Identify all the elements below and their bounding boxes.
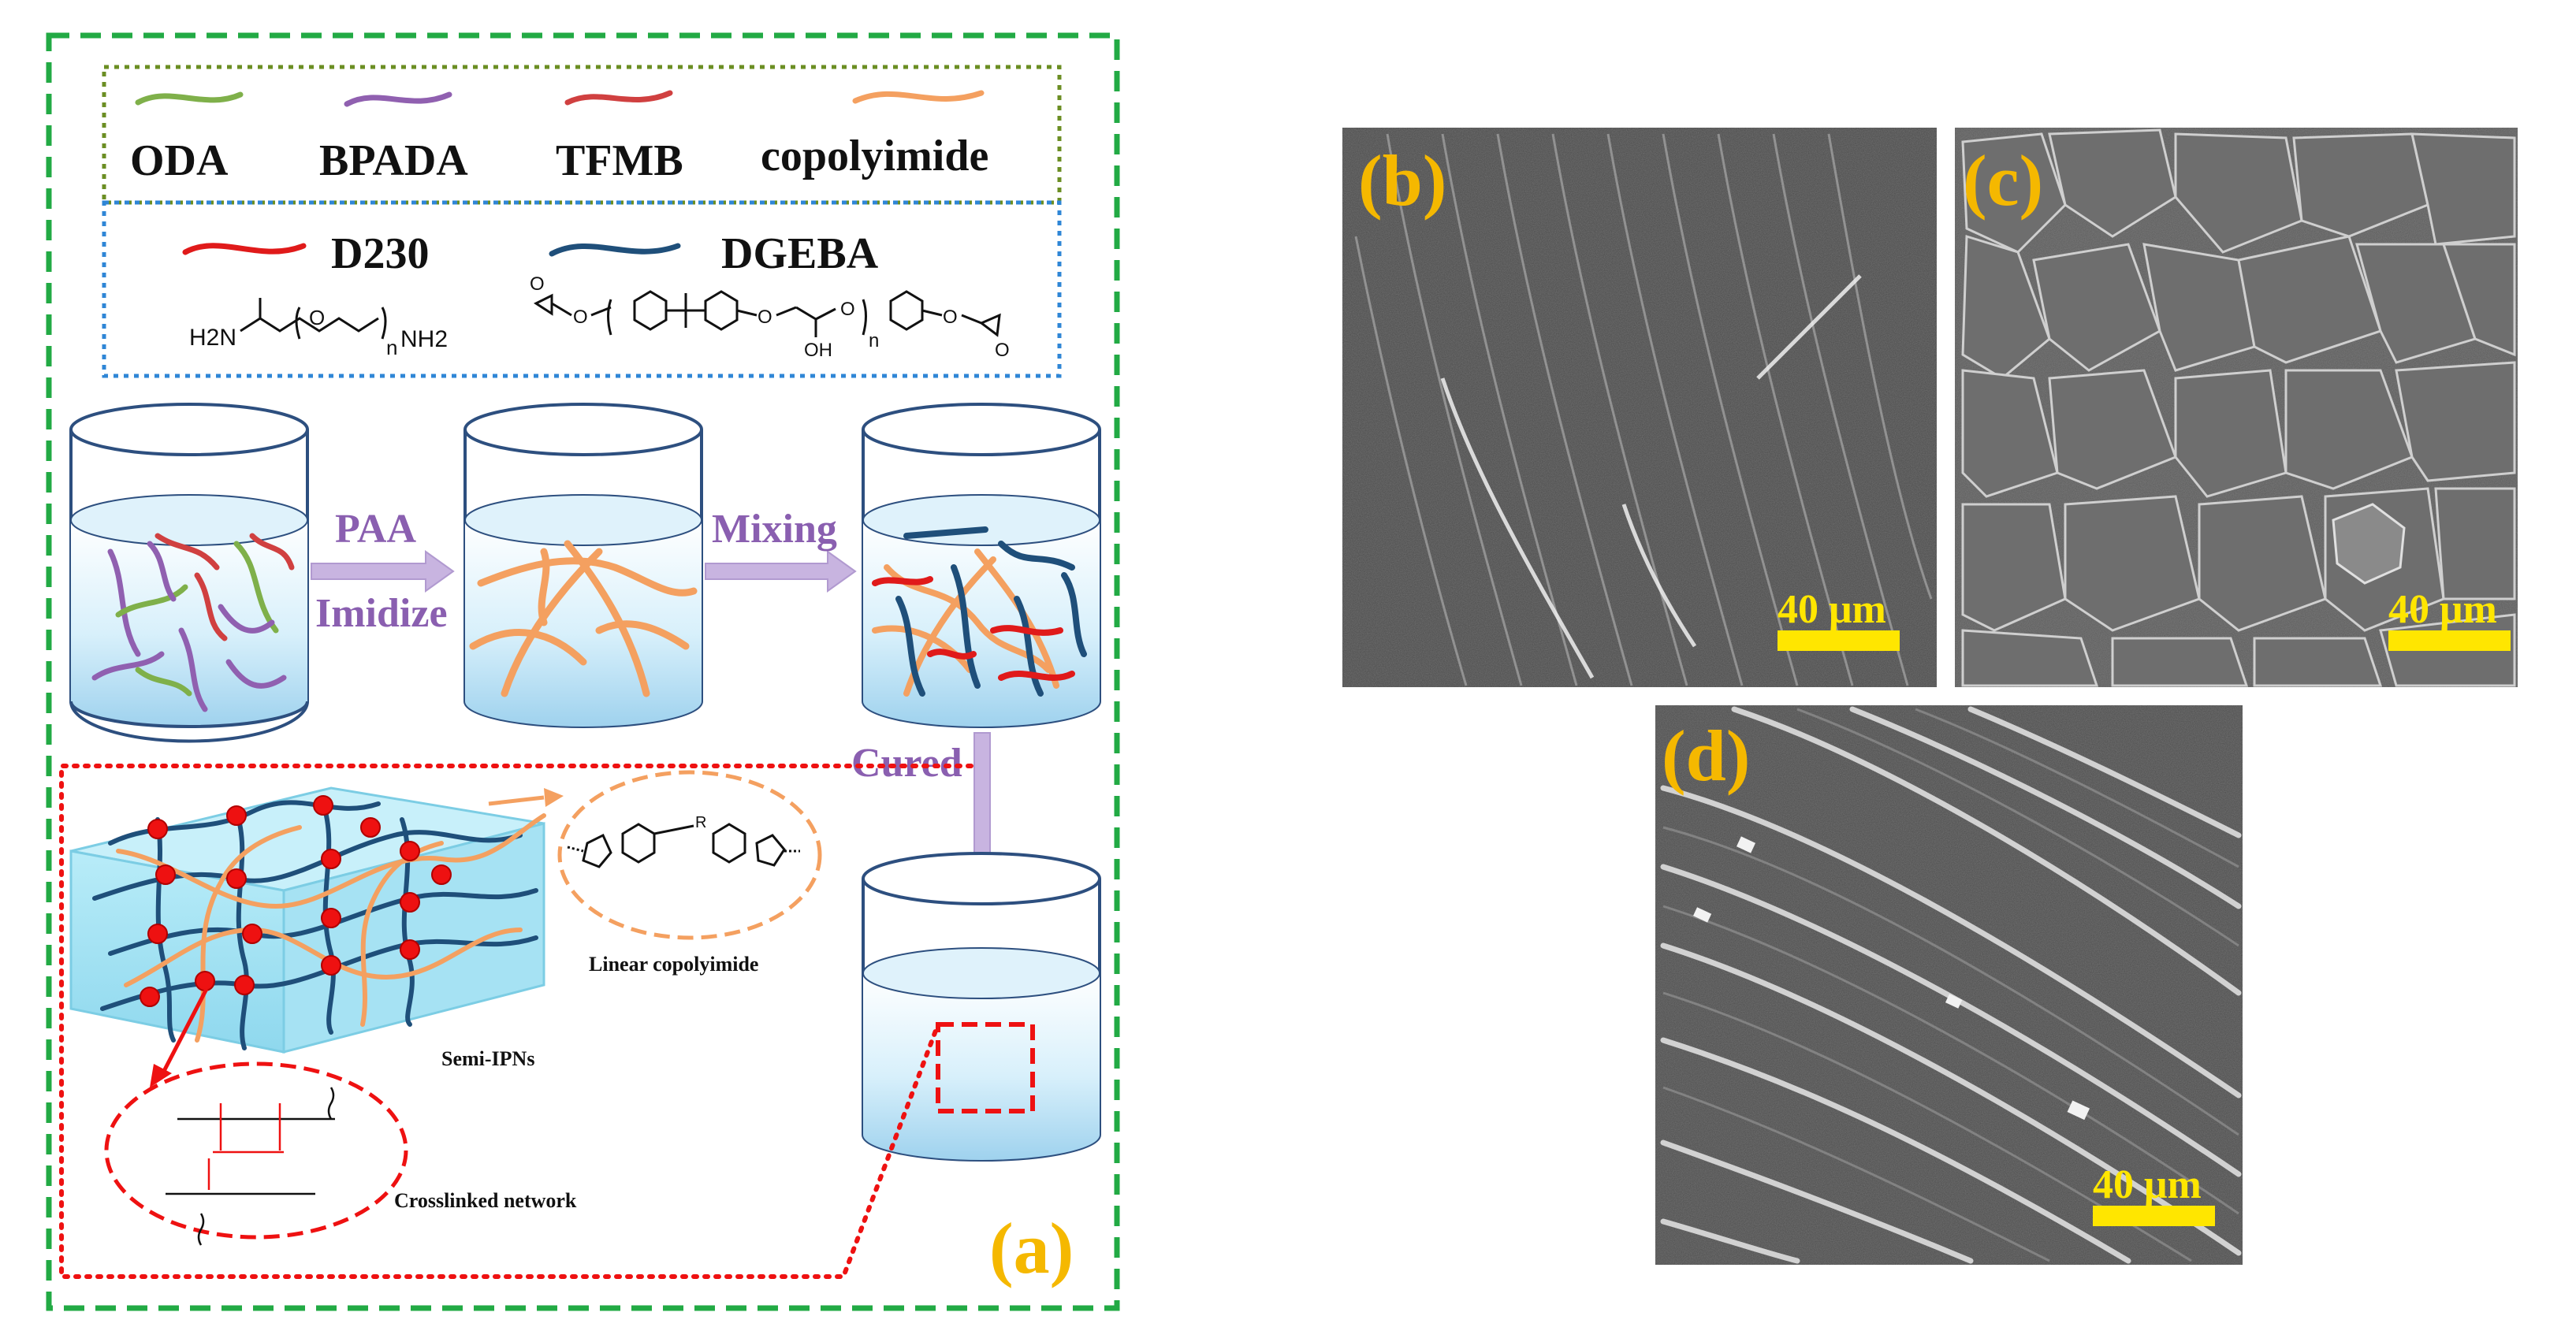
d230-curve: [182, 243, 307, 255]
label-imidize: Imidize: [315, 591, 448, 636]
dgeba-formula: [533, 290, 1001, 337]
label-mixing: Mixing: [712, 507, 837, 552]
d230-nh2: NH2: [400, 326, 448, 352]
beaker-2: [463, 403, 703, 728]
scale-bar-b: [1778, 630, 1900, 651]
arrow-to-linear-head: [544, 788, 564, 807]
linear-copolyimide-label: Linear copolyimide: [589, 953, 758, 976]
scale-label-b: 40 μm: [1778, 587, 1886, 632]
d230-n: n: [386, 336, 397, 359]
sem-image-d: [1655, 705, 2243, 1265]
label-paa: PAA: [335, 507, 416, 552]
legend-d230: D230: [331, 229, 429, 278]
legend-bpada: BPADA: [319, 136, 468, 185]
scale-label-c: 40 μm: [2388, 587, 2497, 632]
beaker-3: [862, 403, 1101, 728]
d230-o: O: [309, 306, 325, 329]
outer-border: [46, 32, 1120, 1311]
dgeba-oh: OH: [804, 340, 832, 361]
legend-tfmb: TFMB: [556, 136, 683, 185]
dgeba-n: n: [869, 330, 879, 351]
label-cured: Cured: [851, 741, 962, 786]
arrow-to-crosslink-head: [150, 1064, 172, 1087]
d230-h2n: H2N: [189, 325, 236, 351]
tfmb-curve: [564, 90, 673, 106]
panel-label-d: (d): [1662, 716, 1750, 796]
linear-copolyimide-r: R: [695, 814, 706, 831]
inset-frame: [59, 764, 973, 1279]
panel-label-a: (a): [989, 1208, 1074, 1288]
dgeba-o4: O: [840, 299, 855, 320]
linear-copolyimide-ellipse: [557, 770, 822, 940]
dgeba-o3: O: [758, 307, 772, 328]
legend-copolyimide: copolyimide: [761, 132, 988, 180]
semi-ipn-box: [69, 786, 546, 1054]
dgeba-o6: O: [995, 340, 1010, 361]
dgeba-o5: O: [943, 307, 958, 328]
arrow-mixing: [705, 550, 857, 593]
legend-box-bottom: [102, 200, 1062, 378]
beaker-4: [862, 852, 1101, 1162]
panel-label-b: (b): [1358, 140, 1446, 221]
dgeba-o1: O: [530, 273, 545, 295]
dgeba-curve: [549, 243, 681, 257]
arrow-to-crosslink: [159, 987, 209, 1077]
legend-dgeba: DGEBA: [721, 229, 879, 278]
crosslinked-ellipse: [104, 1061, 408, 1240]
beaker-1: [69, 403, 309, 743]
arrow-imidize: [311, 550, 455, 593]
scale-label-d: 40 μm: [2093, 1162, 2202, 1207]
bpada-curve: [344, 91, 452, 107]
panel-label-c: (c): [1963, 140, 2043, 221]
crosslinked-structure: [166, 1087, 335, 1246]
scale-bar-d: [2093, 1206, 2215, 1226]
cured-highlight-box: [936, 1022, 1035, 1113]
linear-copolyimide-structure: [567, 823, 800, 868]
dgeba-o2: O: [573, 307, 588, 328]
semi-ipns-label: Semi-IPNs: [441, 1047, 534, 1070]
oda-curve: [135, 91, 244, 106]
legend-box-top: [102, 65, 1062, 205]
sem-image-b: [1342, 128, 1937, 687]
copolyimide-curve: [852, 90, 985, 104]
arrow-to-linear: [488, 795, 545, 806]
legend-oda: ODA: [130, 136, 229, 185]
d230-formula: [240, 298, 387, 340]
sem-image-c: [1955, 128, 2518, 687]
scale-bar-c: [2388, 630, 2511, 651]
crosslinked-label: Crosslinked network: [394, 1189, 577, 1212]
